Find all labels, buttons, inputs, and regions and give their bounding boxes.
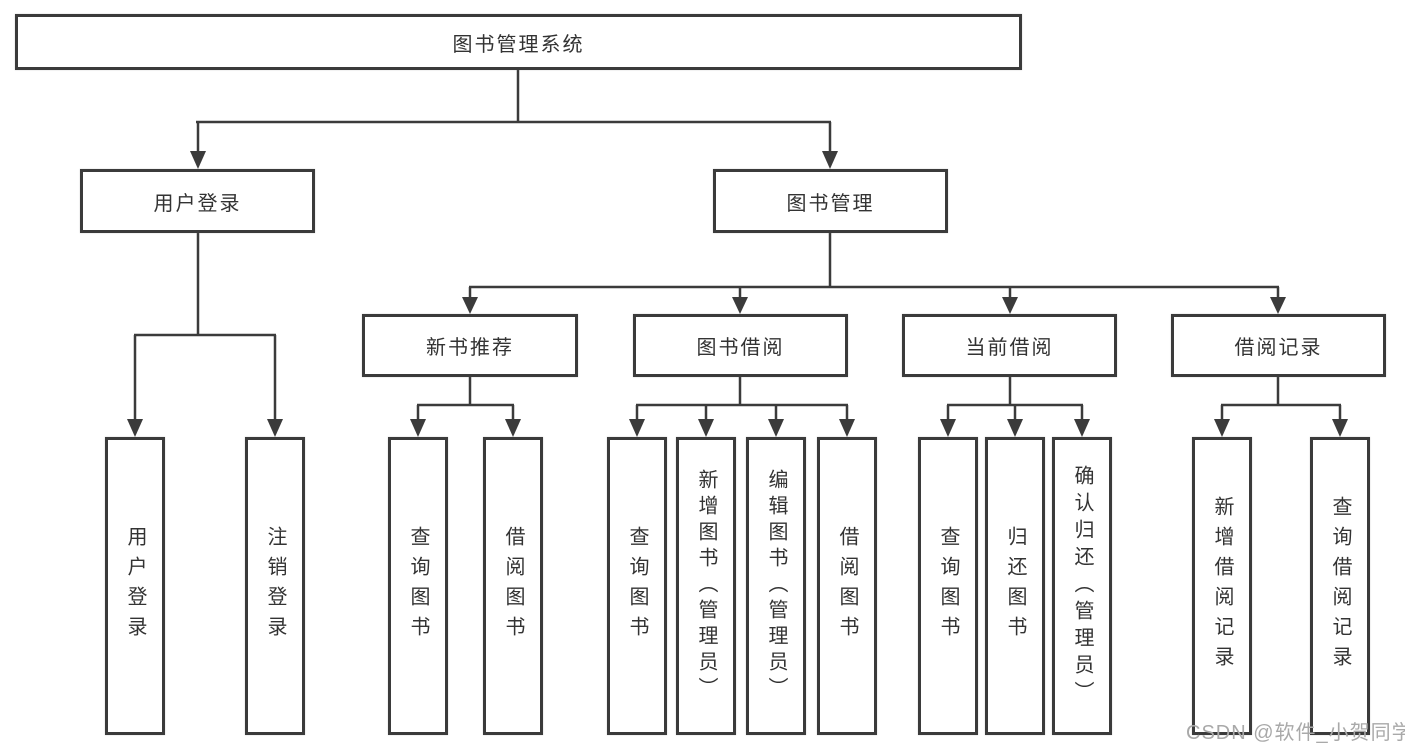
node-borrow-records: 借阅记录 — [1171, 314, 1386, 377]
node-book-management: 图书管理 — [713, 169, 948, 233]
csdn-watermark: CSDN @软件_小贺同学 — [1186, 722, 1405, 744]
node-root-label: 图书管理系统 — [452, 33, 585, 56]
node-user-login-label: 用户登录 — [153, 192, 242, 215]
node-current-borrow-label: 当前借阅 — [965, 337, 1054, 359]
leaf-rec-borrow-books-label: 借阅图书 — [502, 526, 524, 646]
node-book-management-label: 图书管理 — [786, 192, 875, 215]
leaf-borrow-add-books: 新增图书（管理员） — [676, 437, 736, 735]
leaf-borrow-edit-books-label: 编辑图书（管理员） — [765, 469, 787, 703]
leaf-borrow-query-books-label: 查询图书 — [626, 526, 648, 646]
leaf-borrow-query-books: 查询图书 — [607, 437, 667, 735]
node-book-borrow-label: 图书借阅 — [696, 337, 785, 359]
leaf-current-return-books: 归还图书 — [985, 437, 1045, 735]
leaf-records-query-label: 查询借阅记录 — [1329, 496, 1351, 676]
leaf-current-return-books-label: 归还图书 — [1004, 526, 1026, 646]
leaf-current-confirm-return-label: 确认归还（管理员） — [1071, 464, 1093, 708]
leaf-borrow-edit-books: 编辑图书（管理员） — [746, 437, 806, 735]
leaf-records-add-label: 新增借阅记录 — [1211, 496, 1233, 676]
node-book-borrow: 图书借阅 — [633, 314, 848, 377]
node-new-book-recommend-label: 新书推荐 — [426, 337, 514, 359]
node-borrow-records-label: 借阅记录 — [1234, 337, 1323, 359]
leaf-user-login-label: 用户登录 — [124, 526, 146, 646]
leaf-logout-login-label: 注销登录 — [264, 526, 286, 646]
leaf-borrow-lend-books: 借阅图书 — [817, 437, 877, 735]
node-current-borrow: 当前借阅 — [902, 314, 1117, 377]
leaf-logout-login: 注销登录 — [245, 437, 305, 735]
leaf-current-query-books: 查询图书 — [918, 437, 978, 735]
leaf-rec-query-books: 查询图书 — [388, 437, 448, 735]
node-user-login: 用户登录 — [80, 169, 315, 233]
leaf-current-confirm-return: 确认归还（管理员） — [1052, 437, 1112, 735]
leaf-current-query-books-label: 查询图书 — [937, 526, 959, 646]
node-new-book-recommend: 新书推荐 — [362, 314, 578, 377]
leaf-rec-borrow-books: 借阅图书 — [483, 437, 543, 735]
leaf-borrow-add-books-label: 新增图书（管理员） — [695, 469, 717, 703]
leaf-user-login: 用户登录 — [105, 437, 165, 735]
leaf-records-add: 新增借阅记录 — [1192, 437, 1252, 735]
node-root: 图书管理系统 — [15, 14, 1022, 70]
leaf-borrow-lend-books-label: 借阅图书 — [836, 526, 858, 646]
leaf-records-query: 查询借阅记录 — [1310, 437, 1370, 735]
leaf-rec-query-books-label: 查询图书 — [407, 526, 429, 646]
